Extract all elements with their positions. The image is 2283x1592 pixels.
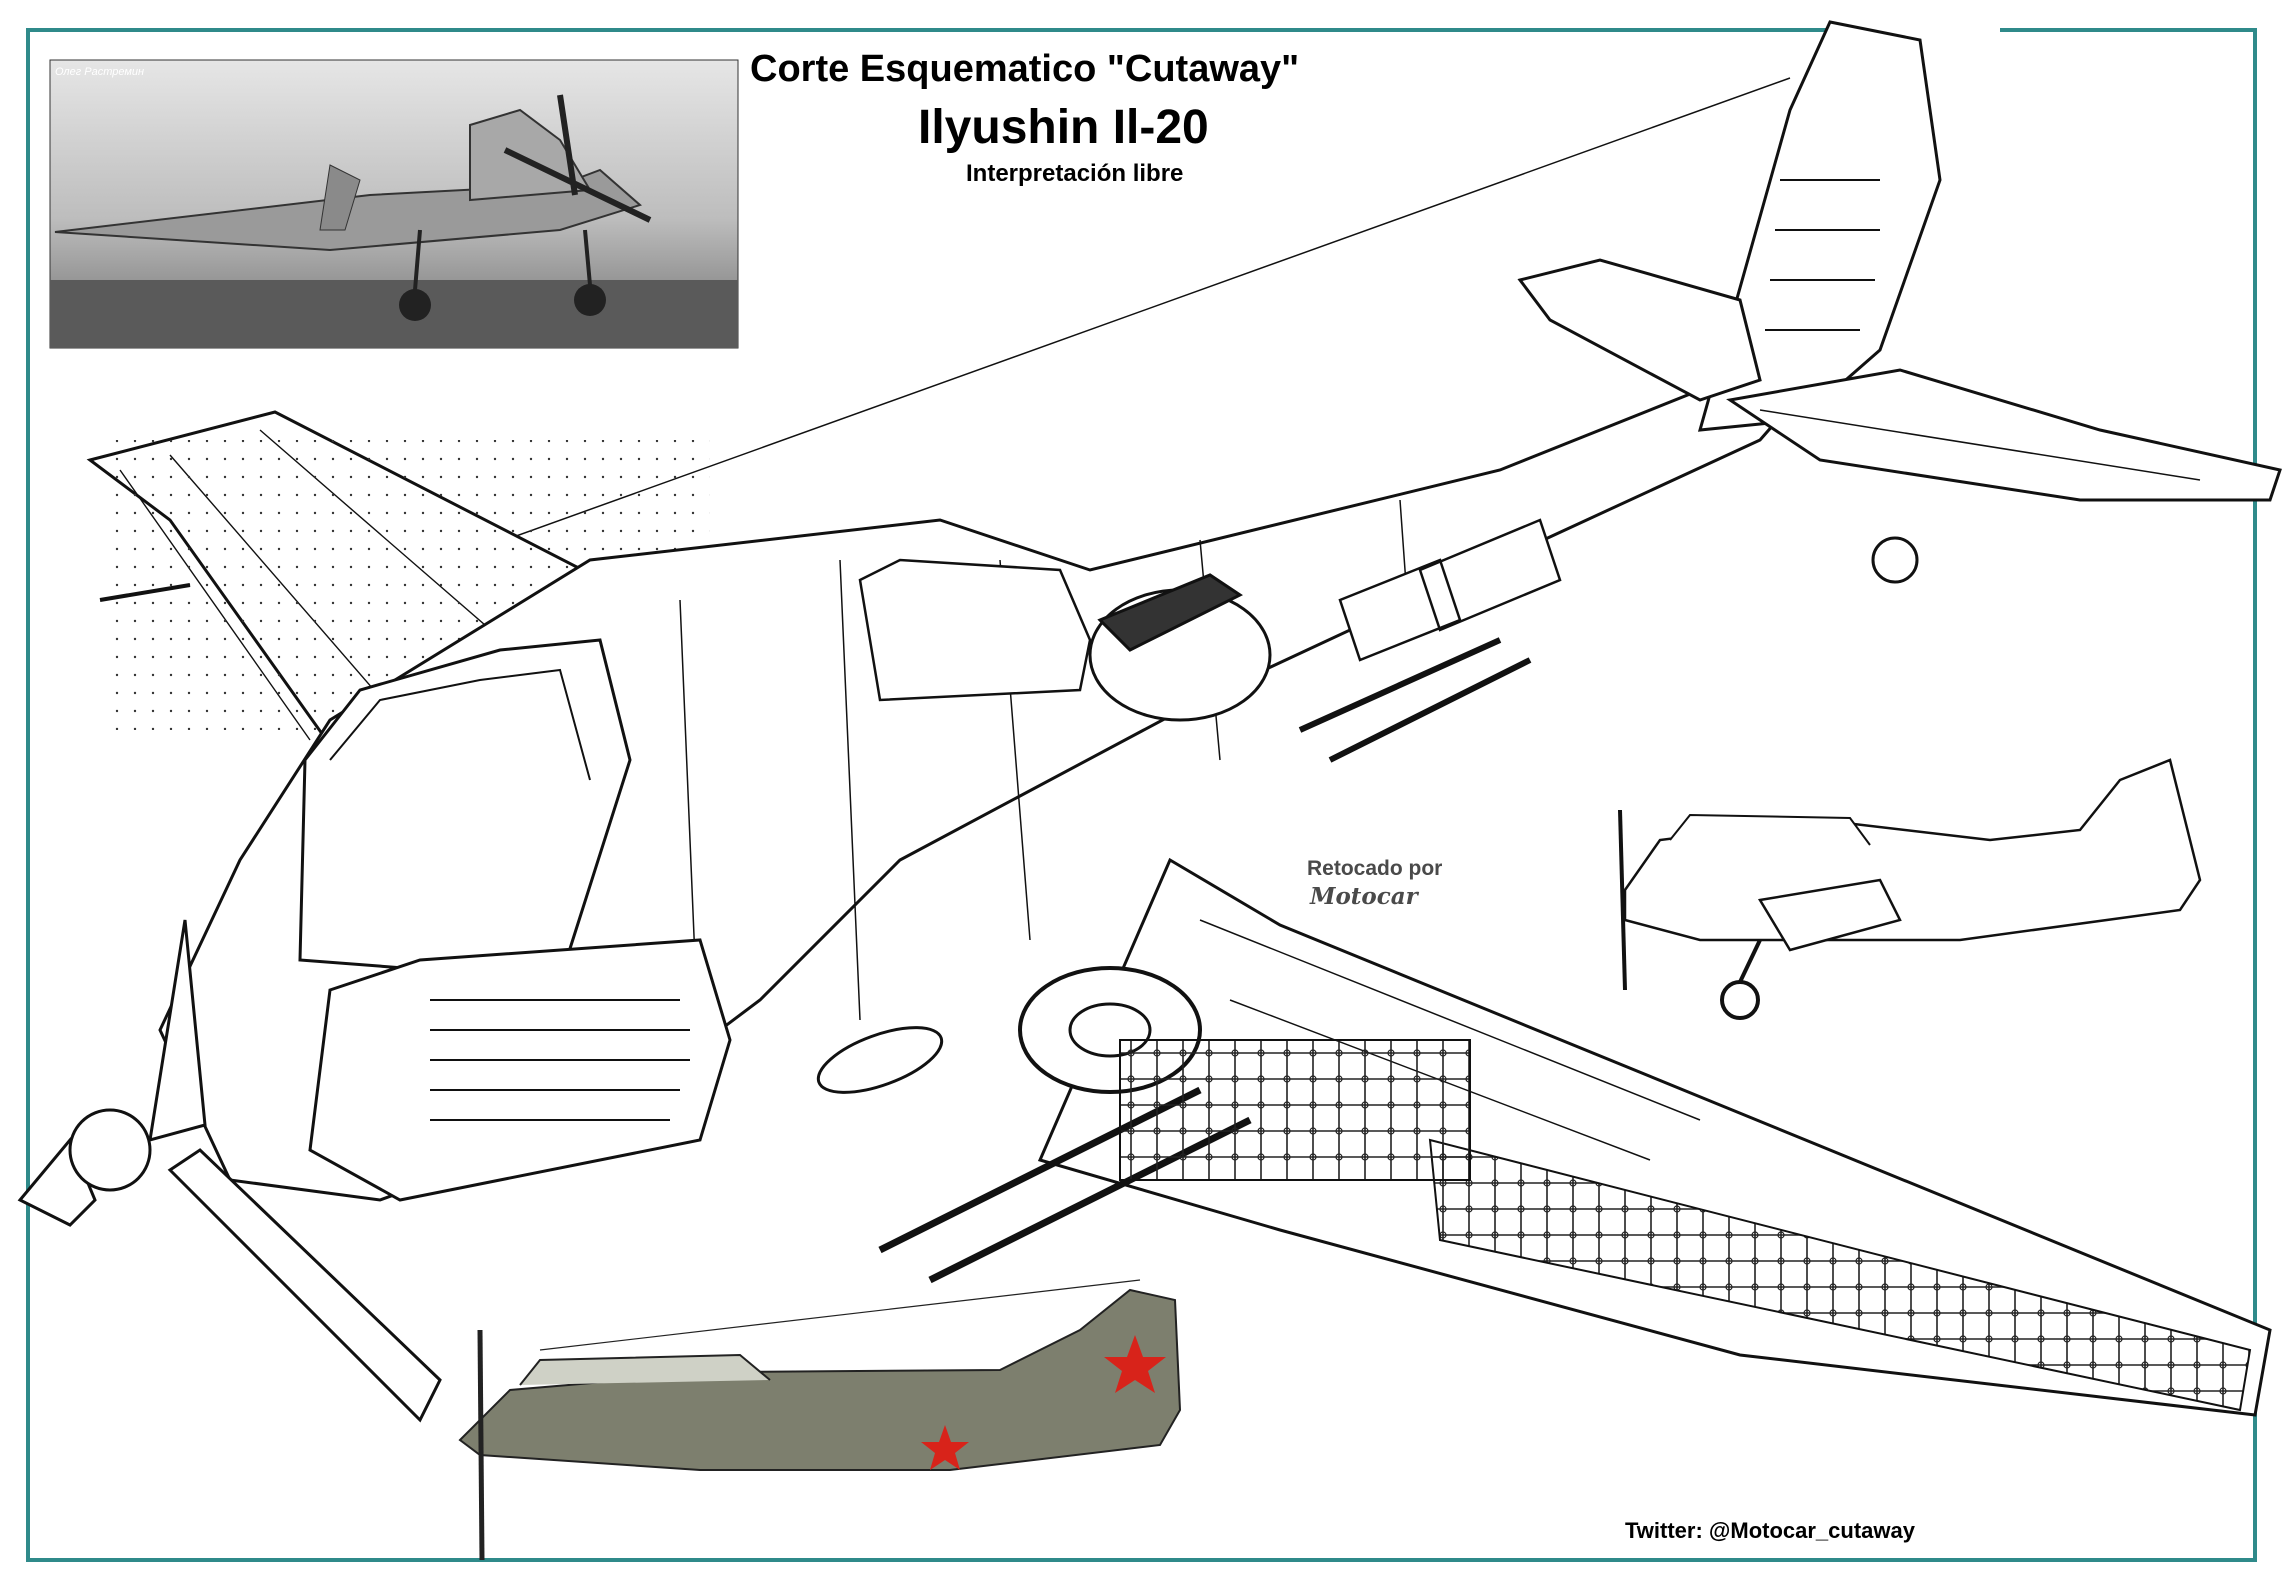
historical-photo	[49, 59, 739, 349]
aircraft-cutaway	[17, 20, 2282, 1423]
photo-caption: Олег Растремин	[55, 66, 145, 78]
red-star-icon	[1104, 1335, 1166, 1393]
side-profile-outline	[1618, 758, 2202, 1020]
retouched-by-label: Retocado por	[1307, 857, 1443, 880]
title-line3: Interpretación libre	[966, 160, 1184, 187]
title-line1: Corte Esquematico "Cutaway"	[750, 48, 1300, 90]
retoucher-name: Motocar	[1310, 883, 1418, 910]
red-star-icon	[921, 1425, 969, 1470]
twitter-handle[interactable]: Twitter: @Motocar_cutaway	[1625, 1518, 1915, 1543]
side-profile-camo	[458, 1279, 1182, 1561]
antenna-wire	[504, 77, 1791, 541]
border-frame	[26, 28, 2257, 1562]
title-line2: Ilyushin Il-20	[918, 101, 1209, 154]
